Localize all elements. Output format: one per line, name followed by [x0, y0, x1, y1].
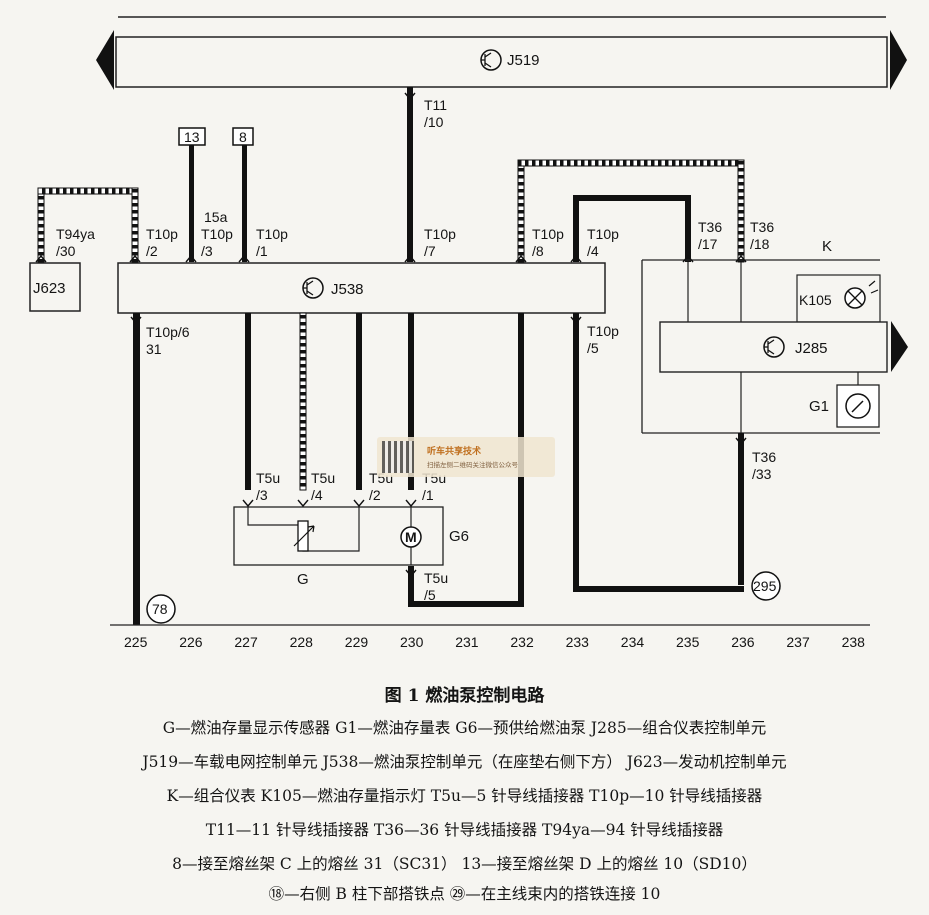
watermark-subtitle: 扫描左侧二维码关注微信公众号 [427, 461, 518, 469]
k-cluster: K K105 J285 G1 [641, 238, 908, 434]
j519-bus: J519 [96, 16, 907, 90]
scale-number: 236 [731, 634, 755, 650]
scale-number: 232 [510, 634, 534, 650]
t36-33-label: T36 [752, 449, 776, 465]
ground-78-label: 78 [152, 601, 168, 617]
t10p-3-pin: /3 [201, 243, 213, 259]
t10p-5-pin: /5 [587, 340, 599, 356]
j285-label: J285 [795, 340, 828, 357]
g-label: G [297, 571, 309, 588]
g6-label: G6 [449, 528, 469, 545]
caption-line-2: J519—车载电网控制单元 J538—燃油泵控制单元（在座垫右侧下方） J623… [142, 753, 787, 771]
scale-number: 226 [179, 634, 203, 650]
scale-number: 225 [124, 634, 148, 650]
t36-18-label: T36 [750, 219, 774, 235]
t10p-4-label: T10p [587, 226, 619, 242]
t94ya-pin: /30 [56, 243, 76, 259]
t5u-2-pin: /2 [369, 487, 381, 503]
t36-17-pin: /17 [698, 236, 718, 252]
t10p-8-label: T10p [532, 226, 564, 242]
k-label: K [822, 238, 832, 255]
t36-33-pin: /33 [752, 466, 772, 482]
t94ya-label: T94ya [56, 226, 95, 242]
t5u-4-label: T5u [311, 470, 335, 486]
caption-line-6: ⑱—右侧 B 柱下部搭铁点 ㉙—在主线束内的搭铁连接 10 [268, 885, 661, 903]
figure-title: 图 1 燃油泵控制电路 [384, 686, 545, 706]
t10p-6-label: T10p/6 [146, 324, 190, 340]
t10p-1-pin: /1 [256, 243, 268, 259]
ground-295-icon [751, 571, 781, 601]
scale-numbers: 225 226 227 228 229 230 231 232 233 234 235 236 237 2… [124, 634, 865, 650]
t5u-4-pin: /4 [311, 487, 323, 503]
scale-number: 230 [400, 634, 424, 650]
g1-label: G1 [809, 398, 829, 415]
t10p-3-label: T10p [201, 226, 233, 242]
t10p-7-label: T10p [424, 226, 456, 242]
arrow-left-icon [96, 30, 114, 90]
t10p-4-pin: /4 [587, 243, 599, 259]
scale-number: 227 [234, 634, 258, 650]
watermark-title: 听车共享技术 [427, 447, 482, 457]
t10p-7-pin: /7 [424, 243, 436, 259]
scale-number: 228 [290, 634, 314, 650]
fuse-13-label: 13 [184, 129, 200, 145]
t10p-2-pin: /2 [146, 243, 158, 259]
ground-78-icon [146, 594, 176, 624]
t5u-1-pin: /1 [422, 487, 434, 503]
t10p-8-pin: /8 [532, 243, 544, 259]
t5u-5-label: T5u [424, 570, 448, 586]
motor-m: M [405, 529, 417, 545]
t10p-3-15a: 15a [204, 209, 228, 225]
t10p-5-label: T10p [587, 323, 619, 339]
t5u-3-label: T5u [256, 470, 280, 486]
g-sensor-box [233, 506, 444, 566]
t5u-5-pin: /5 [424, 587, 436, 603]
scale-number: 237 [786, 634, 810, 650]
t5u-3-pin: /3 [256, 487, 268, 503]
j538-label: J538 [331, 281, 364, 298]
scale-number: 231 [455, 634, 479, 650]
arrow-right-icon [890, 30, 907, 90]
caption-line-4: T11—11 针导线插接器 T36—36 针导线插接器 T94ya—94 针导线… [205, 821, 724, 839]
scale-number: 234 [621, 634, 645, 650]
t36-18-pin: /18 [750, 236, 770, 252]
motor-icon [400, 526, 422, 548]
t11-label: T11 [424, 97, 447, 113]
ground-295-label: 295 [753, 578, 777, 594]
j519-label: J519 [507, 52, 540, 69]
scale-number: 229 [345, 634, 369, 650]
scale-number: 233 [566, 634, 590, 650]
connector-arrows [35, 92, 747, 578]
fuse-8-label: 8 [239, 129, 247, 145]
arrow-right-icon [891, 321, 908, 372]
t10p-2-label: T10p [146, 226, 178, 242]
watermark: 听车共享技术 扫描左侧二维码关注微信公众号 [377, 437, 555, 477]
qr-code-icon [382, 441, 414, 473]
k105-label: K105 [799, 292, 832, 308]
caption-line-5: 8—接至熔丝架 C 上的熔丝 31（SC31） 13—接至熔丝架 D 上的熔丝 … [172, 855, 757, 873]
t10p-1-label: T10p [256, 226, 288, 242]
scale-number: 235 [676, 634, 700, 650]
t10p-6-31: 31 [146, 341, 162, 357]
t36-17-label: T36 [698, 219, 722, 235]
j623-box [29, 262, 81, 312]
t11-pin: /10 [424, 114, 444, 130]
scale-number: 238 [842, 634, 866, 650]
caption-line-1: G—燃油存量显示传感器 G1—燃油存量表 G6—预供给燃油泵 J285—组合仪表… [162, 719, 767, 737]
caption-line-3: K—组合仪表 K105—燃油存量指示灯 T5u—5 针导线插接器 T10p—10… [166, 787, 763, 805]
j623-label: J623 [33, 280, 66, 297]
resistor-icon [297, 520, 309, 552]
